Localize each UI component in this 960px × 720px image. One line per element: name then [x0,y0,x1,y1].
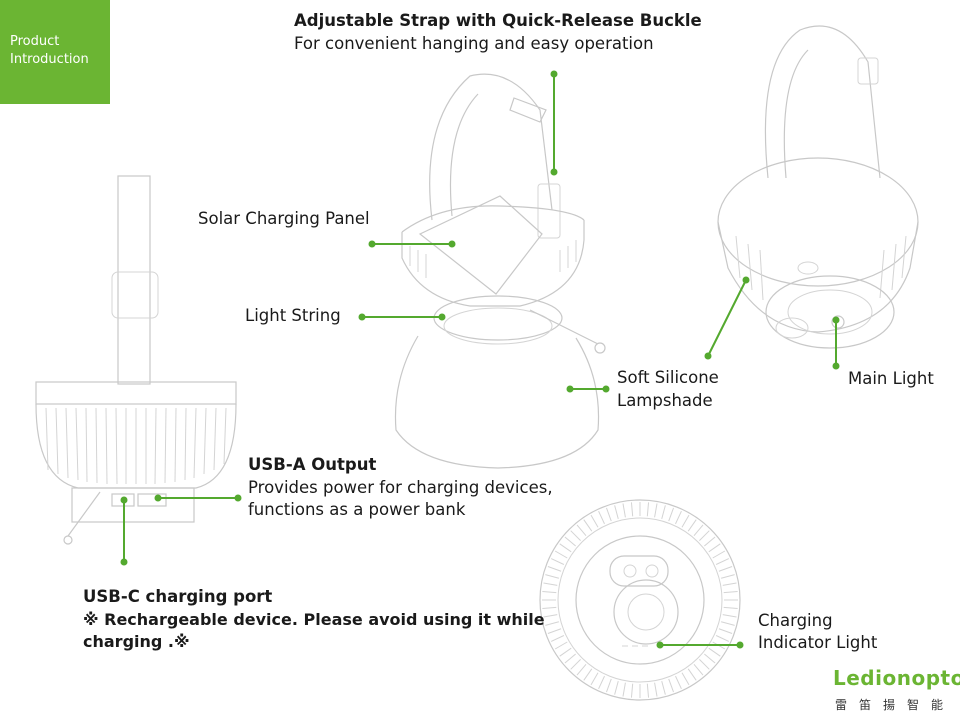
lampshade-label-line1: Soft Silicone [617,368,719,387]
strap-title: Adjustable Strap with Quick-Release Buck… [294,11,702,30]
section-tab-line2: Introduction [10,52,89,67]
angled-view-lantern [394,73,606,469]
top-view-lantern [539,499,741,701]
usba-desc-line2: functions as a power bank [248,500,466,519]
section-tab-line1: Product [10,34,60,49]
usba-desc-line1: Provides power for charging devices, [248,478,553,497]
main-light-label: Main Light [848,369,934,388]
section-tab: Product Introduction [0,0,110,104]
solar-panel-label: Solar Charging Panel [198,209,370,228]
light-string-label: Light String [245,306,341,325]
usba-title: USB-A Output [248,455,377,474]
side-view-lantern [35,175,237,545]
brand-logo-text: Ledionopto [833,666,960,690]
charging-indicator-line2: Indicator Light [758,633,878,652]
lampshade-label-line2: Lampshade [617,391,713,410]
callout-lines [120,70,840,649]
brand-logo-chinese: 雷笛揚智能 [835,698,956,712]
brand-logo: Ledionopto 雷笛揚智能 [833,666,960,712]
strap-description: For convenient hanging and easy operatio… [294,34,654,53]
usbc-title: USB-C charging port [83,587,273,606]
usbc-note-line1: ※ Rechargeable device. Please avoid usin… [83,610,545,629]
charging-indicator-line1: Charging [758,611,833,630]
rear-view-lantern [717,25,919,349]
usbc-note-line2: charging .※ [83,632,190,651]
